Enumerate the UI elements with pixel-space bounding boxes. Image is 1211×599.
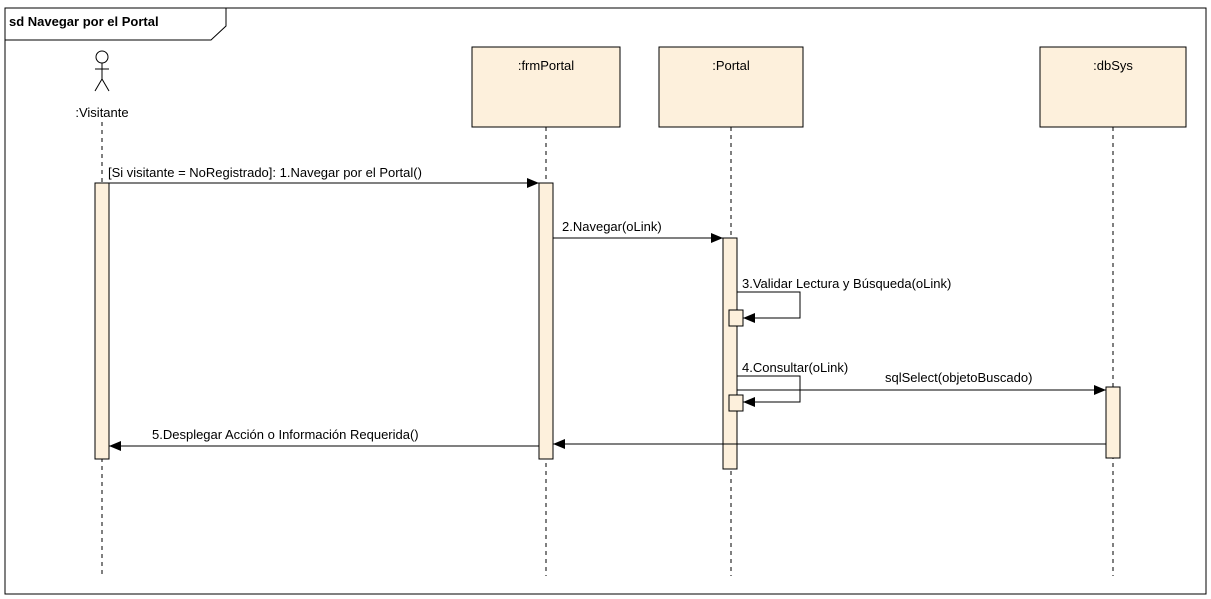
frame-title-tab <box>5 7 227 41</box>
actor-label: :Visitante <box>75 105 128 120</box>
frame-title: sd Navegar por el Portal <box>9 14 159 29</box>
message-1: [Si visitante = NoRegistrado]: 1.Navegar… <box>108 165 539 188</box>
message-arrow <box>737 291 801 323</box>
message-label: sqlSelect(objetoBuscado) <box>885 370 1032 385</box>
message-label: 4.Consultar(oLink) <box>742 360 848 375</box>
lifeline-frmportal-head: :frmPortal <box>471 46 621 128</box>
activation-portal-nested-1 <box>728 309 744 327</box>
lifeline-label: :Portal <box>712 58 750 73</box>
message-label: 5.Desplegar Acción o Información Requeri… <box>152 427 419 442</box>
message-2: 2.Navegar(oLink) <box>553 219 723 243</box>
message-label: 3.Validar Lectura y Búsqueda(oLink) <box>742 276 951 291</box>
message-3: 3.Validar Lectura y Búsqueda(oLink) <box>737 276 951 323</box>
lifeline-box <box>658 46 804 128</box>
message-sqlselect: sqlSelect(objetoBuscado) <box>737 370 1106 395</box>
lifeline-label: :dbSys <box>1093 58 1133 73</box>
lifeline-box <box>1039 46 1187 128</box>
message-4: 4.Consultar(oLink) <box>737 360 848 407</box>
activation-dbsys <box>1105 386 1121 459</box>
activation-visitante <box>94 182 110 460</box>
activation-frmportal <box>538 182 554 460</box>
diagram-frame: sd Navegar por el Portal <box>4 7 1207 595</box>
actor-head-icon <box>95 50 109 64</box>
activation-portal-nested-2 <box>728 394 744 412</box>
message-5: 5.Desplegar Acción o Información Requeri… <box>109 427 539 451</box>
actor-left-leg <box>94 78 103 92</box>
actor-visitante: :Visitante <box>75 50 129 120</box>
message-label: 2.Navegar(oLink) <box>562 219 662 234</box>
actor-right-leg <box>101 78 110 92</box>
frame-border <box>4 7 1207 595</box>
message-arrow <box>737 375 801 407</box>
lifeline-label: :frmPortal <box>518 58 574 73</box>
lifeline-dbsys-head: :dbSys <box>1039 46 1187 128</box>
activation-portal <box>722 237 738 470</box>
message-label: [Si visitante = NoRegistrado]: 1.Navegar… <box>108 165 422 180</box>
lifeline-portal-head: :Portal <box>658 46 804 128</box>
